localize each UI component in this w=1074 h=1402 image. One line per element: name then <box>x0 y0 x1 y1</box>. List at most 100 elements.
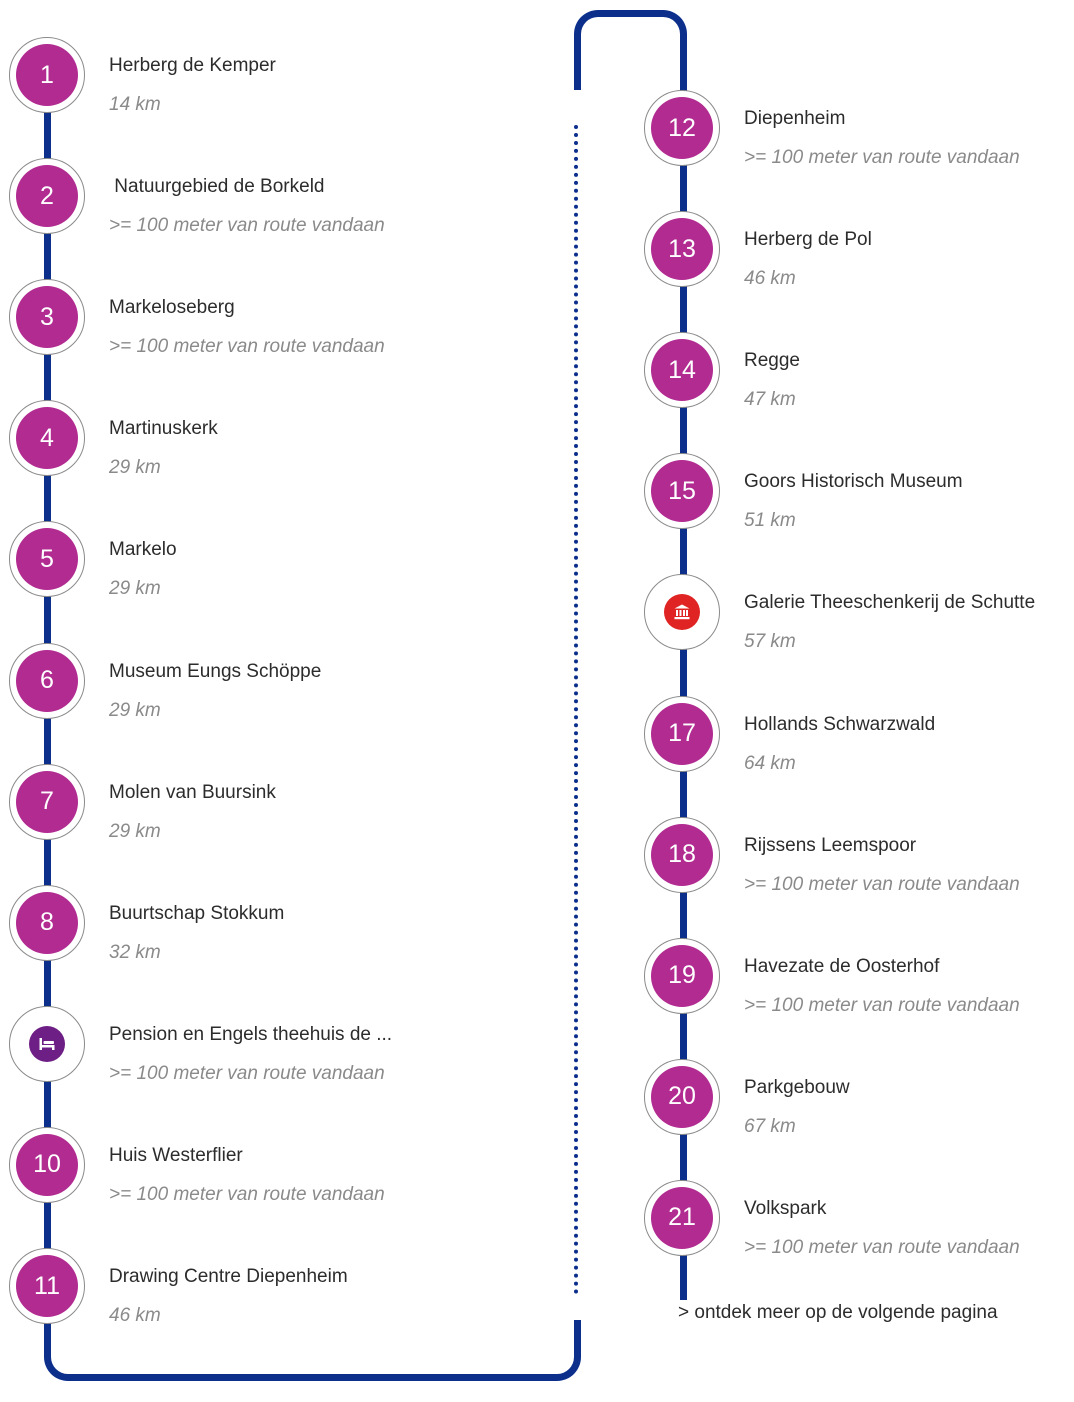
stop-name[interactable]: Pension en Engels theehuis de ... <box>109 1023 393 1045</box>
stop-number: 2 <box>16 165 78 228</box>
route-stop[interactable]: 7 Molen van Buursink 29 km <box>9 763 469 864</box>
stop-name[interactable]: Markeloseberg <box>109 297 235 319</box>
stop-number: 4 <box>16 407 78 470</box>
route-stop[interactable]: 5 Markelo 29 km <box>9 521 469 621</box>
bed-icon <box>29 1025 65 1062</box>
stop-distance: 57 km <box>744 631 796 653</box>
route-stop[interactable]: 13 Herberg de Pol 46 km <box>644 211 1074 311</box>
stop-name[interactable]: Rijssens Leemspoor <box>744 834 917 856</box>
stop-name[interactable]: Regge <box>744 350 800 372</box>
route-stop[interactable]: 1 Herberg de Kemper 14 km <box>9 37 469 137</box>
stop-distance: 46 km <box>744 268 796 290</box>
stop-marker[interactable]: 14 <box>644 332 720 409</box>
stop-distance: >= 100 meter van route vandaan <box>744 873 1020 895</box>
stop-name[interactable]: Volkspark <box>744 1197 827 1219</box>
stop-distance: 29 km <box>109 578 161 600</box>
stop-marker[interactable]: 8 <box>9 884 85 961</box>
stop-number: 1 <box>16 44 78 106</box>
stop-marker[interactable]: 2 <box>9 158 85 235</box>
stop-distance: 29 km <box>109 820 161 842</box>
stop-name[interactable]: Museum Eungs Schöppe <box>109 660 322 682</box>
stop-name[interactable]: Martinuskerk <box>109 418 218 440</box>
stop-marker[interactable]: 10 <box>9 1126 85 1203</box>
route-stop[interactable]: 18 Rijssens Leemspoor >= 100 meter van rou… <box>644 816 1074 917</box>
stop-marker[interactable]: 1 <box>9 37 85 113</box>
stop-name[interactable]: Diepenheim <box>744 108 846 129</box>
stop-marker[interactable] <box>644 574 720 651</box>
route-stop[interactable]: Pension en Engels theehuis de ...>= 100 … <box>9 1005 469 1106</box>
stop-name[interactable]: Huis Westerflier <box>109 1144 243 1166</box>
route-stop[interactable]: 2 Natuurgebied de Borkeld >= 100 meter va… <box>9 158 469 258</box>
stop-number: 17 <box>651 702 713 765</box>
stop-number: 3 <box>16 286 78 349</box>
stop-distance: 51 km <box>744 510 796 532</box>
stop-name[interactable]: Galerie Theeschenkerij de Schutte <box>744 592 1036 614</box>
stop-number: 10 <box>16 1133 78 1196</box>
stop-number: 7 <box>16 770 78 833</box>
stop-name[interactable]: Drawing Centre Diepenheim <box>109 1266 348 1287</box>
stop-distance: 32 km <box>109 941 161 963</box>
stop-marker[interactable]: 13 <box>644 211 720 288</box>
stop-distance: >= 100 meter van route vandaan <box>109 336 385 358</box>
route-stop[interactable]: 4 Martinuskerk 29 km <box>9 400 469 500</box>
stop-number: 19 <box>651 944 713 1007</box>
stop-name[interactable]: Herberg de Pol <box>744 229 872 251</box>
stop-name[interactable]: Molen van Buursink <box>109 781 276 803</box>
stop-number: 5 <box>16 528 78 591</box>
stop-name[interactable]: Natuurgebied de Borkeld <box>109 176 325 198</box>
route-stop[interactable]: 3 Markeloseberg >= 100 meter van route van… <box>9 279 469 379</box>
stop-distance: >= 100 meter van route vandaan <box>109 1183 385 1205</box>
stop-name[interactable]: Herberg de Kemper <box>109 55 276 76</box>
route-line-right <box>680 70 687 1300</box>
route-stop[interactable]: 10 Huis Westerflier >= 100 meter van route… <box>9 1126 469 1227</box>
stop-distance: 14 km <box>109 94 161 115</box>
route-stop[interactable]: Galerie Theeschenkerij de Schutte 57 km <box>644 574 1074 674</box>
stop-distance: 47 km <box>744 389 796 411</box>
stop-distance: >= 100 meter van route vandaan <box>744 1236 1020 1258</box>
stop-name[interactable]: Buurtschap Stokkum <box>109 902 285 924</box>
route-stop[interactable]: 12 Diepenheim >= 100 meter van route vanda… <box>644 90 1074 190</box>
stop-distance: 29 km <box>109 457 161 479</box>
stop-name[interactable]: Hollands Schwarzwald <box>744 713 936 735</box>
stop-marker[interactable]: 18 <box>644 816 720 893</box>
stop-distance: >= 100 meter van route vandaan <box>744 147 1020 168</box>
stop-number: 8 <box>16 891 78 954</box>
stop-number: 13 <box>651 218 713 281</box>
stop-marker[interactable]: 5 <box>9 521 85 598</box>
stop-name[interactable]: Goors Historisch Museum <box>744 471 963 493</box>
stop-marker[interactable] <box>9 1005 85 1082</box>
stop-name[interactable]: Havezate de Oosterhof <box>744 955 940 977</box>
stop-marker[interactable]: 20 <box>644 1058 720 1135</box>
stop-marker[interactable]: 12 <box>644 90 720 166</box>
stop-number: 20 <box>651 1065 713 1128</box>
route-stop[interactable]: 8 Buurtschap Stokkum 32 km <box>9 884 469 985</box>
stop-number: 18 <box>651 823 713 886</box>
route-stop[interactable]: 19 Havezate de Oosterhof >= 100 meter van … <box>644 937 1074 1038</box>
stop-name[interactable]: Markelo <box>109 539 177 561</box>
route-stop[interactable]: 17 Hollands Schwarzwald 64 km <box>644 695 1074 796</box>
stop-marker[interactable]: 7 <box>9 763 85 840</box>
stop-number: 14 <box>651 339 713 402</box>
route-stop[interactable]: 15 Goors Historisch Museum 51 km <box>644 453 1074 553</box>
route-stop[interactable]: 14 Regge 47 km <box>644 332 1074 432</box>
stop-marker[interactable]: 11 <box>9 1248 85 1324</box>
stop-marker[interactable]: 19 <box>644 937 720 1014</box>
stop-marker[interactable]: 21 <box>644 1179 720 1256</box>
stop-marker[interactable]: 17 <box>644 695 720 772</box>
stop-marker[interactable]: 6 <box>9 642 85 719</box>
next-page-link[interactable]: > ontdek meer op de volgende pagina <box>678 1302 998 1323</box>
stop-number: 6 <box>16 649 78 712</box>
stop-marker[interactable]: 15 <box>644 453 720 530</box>
stop-marker[interactable]: 4 <box>9 400 85 477</box>
stop-number: 21 <box>651 1186 713 1249</box>
stop-distance: >= 100 meter van route vandaan <box>744 994 1020 1016</box>
stop-distance: >= 100 meter van route vandaan <box>109 215 385 237</box>
route-stop[interactable]: 21 Volkspark >= 100 meter van route vandaa… <box>644 1179 1074 1280</box>
stop-number: 12 <box>651 97 713 159</box>
stop-name[interactable]: Parkgebouw <box>744 1076 850 1098</box>
stop-marker[interactable]: 3 <box>9 279 85 356</box>
stop-distance: 64 km <box>744 752 796 774</box>
